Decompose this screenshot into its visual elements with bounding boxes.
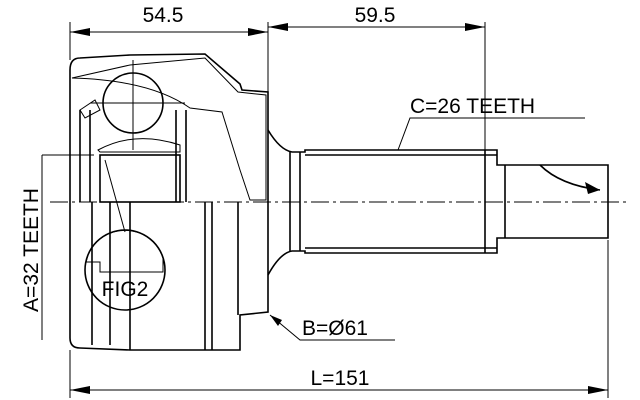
diameter-label: B=Ø61 xyxy=(302,317,368,340)
outer-teeth-label: C=26 TEETH xyxy=(410,95,535,118)
housing-length-label: 54.5 xyxy=(143,4,184,27)
dimension-lines xyxy=(41,22,609,398)
inner-teeth-label: A=32 TEETH xyxy=(20,188,43,312)
fig2-label: FIG2 xyxy=(102,278,149,301)
total-length-label: L=151 xyxy=(311,367,370,390)
shaft-length-label: 59.5 xyxy=(355,4,396,27)
fig2-detail: FIG2 xyxy=(84,229,166,311)
